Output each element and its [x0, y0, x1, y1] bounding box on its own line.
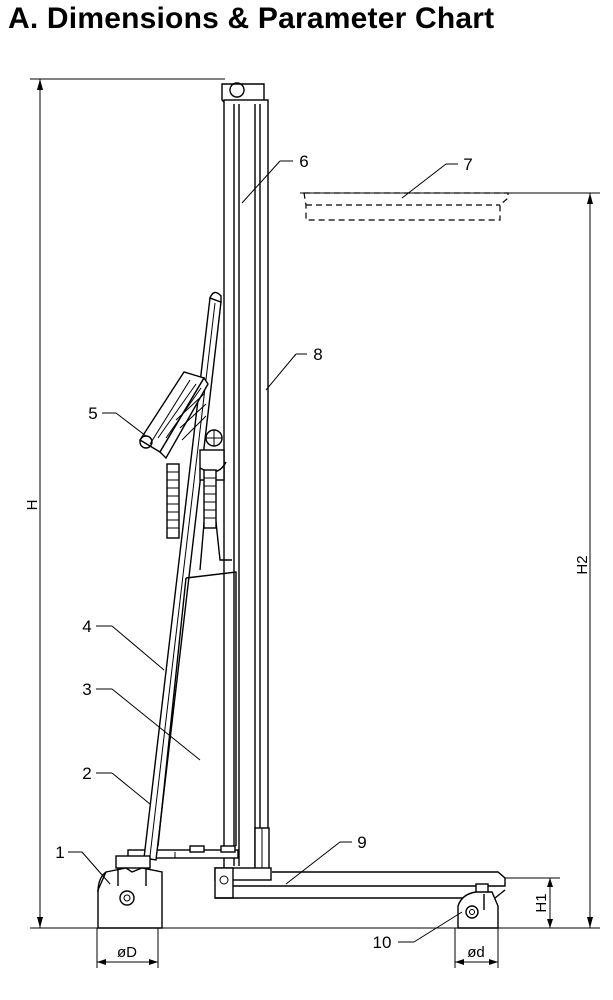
callout-2-label: 2 — [82, 764, 91, 783]
chassis — [127, 845, 506, 899]
dimension-h1-label: H1 — [533, 893, 550, 912]
callout-6: 6 — [241, 152, 309, 204]
callout-9: 9 — [285, 833, 367, 885]
callout-4-label: 4 — [82, 617, 91, 636]
callout-3: 3 — [82, 680, 201, 761]
callout-7: 7 — [401, 155, 473, 199]
callout-9-label: 9 — [357, 833, 366, 852]
callout-1-label: 1 — [55, 843, 64, 862]
mast — [221, 82, 270, 871]
callout-10: 10 — [373, 911, 463, 952]
callout-10-label: 10 — [373, 933, 392, 952]
callout-5: 5 — [88, 404, 147, 437]
callout-8: 8 — [265, 345, 323, 391]
page-title: A. Dimensions & Parameter Chart — [8, 2, 495, 35]
callout-8-label: 8 — [313, 345, 322, 364]
dimension-d-small-label: ød — [467, 944, 485, 961]
callout-6-label: 6 — [299, 152, 308, 171]
callout-3-label: 3 — [82, 680, 91, 699]
callout-4: 4 — [82, 617, 165, 671]
dimension-h2: H2 — [574, 193, 593, 928]
dimension-d-big: øD — [96, 928, 159, 968]
callout-5-label: 5 — [88, 404, 97, 423]
dimension-h1: H1 — [505, 877, 560, 928]
dimension-h-label: H — [24, 500, 41, 511]
springs — [166, 463, 217, 539]
dimension-d-small: ød — [454, 928, 499, 968]
dimension-h2-label: H2 — [574, 555, 591, 574]
platform-raised — [300, 192, 600, 221]
callout-7-label: 7 — [463, 155, 472, 174]
front-wheel — [457, 883, 499, 929]
callout-1: 1 — [55, 843, 111, 885]
dimension-d-big-label: øD — [117, 944, 137, 961]
handle — [143, 291, 222, 861]
rear-wheel — [97, 855, 163, 929]
callout-2: 2 — [82, 764, 151, 805]
body-panel — [157, 571, 237, 847]
